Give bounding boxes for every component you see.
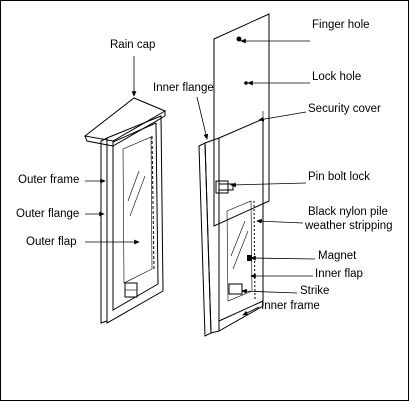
security-cover-shape: [213, 13, 270, 227]
label-inner-flap: Inner flap: [315, 268, 363, 280]
label-outer-flange: Outer flange: [16, 208, 80, 220]
label-magnet: Magnet: [318, 250, 357, 262]
label-black-nylon-line1: Black nylon pile: [308, 206, 388, 218]
inner-flap-shape: [226, 200, 253, 302]
outer-frame-shape: [106, 115, 164, 324]
label-inner-frame: Inner frame: [261, 300, 320, 312]
finger-hole-dot: [236, 36, 242, 42]
label-finger-hole: Finger hole: [312, 19, 370, 31]
inner-unit: [198, 13, 270, 337]
outer-flap-shape: [122, 136, 153, 284]
leader-lines: [85, 38, 316, 316]
label-outer-flap: Outer flap: [26, 236, 77, 248]
outer-unit: [83, 97, 167, 324]
label-pin-bolt-lock: Pin bolt lock: [308, 171, 371, 183]
label-black-nylon-line2: weather stripping: [305, 220, 393, 232]
lock-hole-dot: [244, 81, 248, 85]
outer-flange-shape: [100, 137, 108, 324]
label-rain-cap: Rain cap: [110, 39, 156, 51]
label-strike: Strike: [300, 285, 330, 297]
inner-flange-shape: [198, 142, 212, 337]
label-inner-flange: Inner flange: [153, 82, 214, 94]
inner-frame-shape: [218, 118, 264, 332]
label-security-cover: Security cover: [308, 103, 381, 115]
label-lock-hole: Lock hole: [312, 71, 362, 83]
label-outer-frame: Outer frame: [18, 174, 80, 186]
